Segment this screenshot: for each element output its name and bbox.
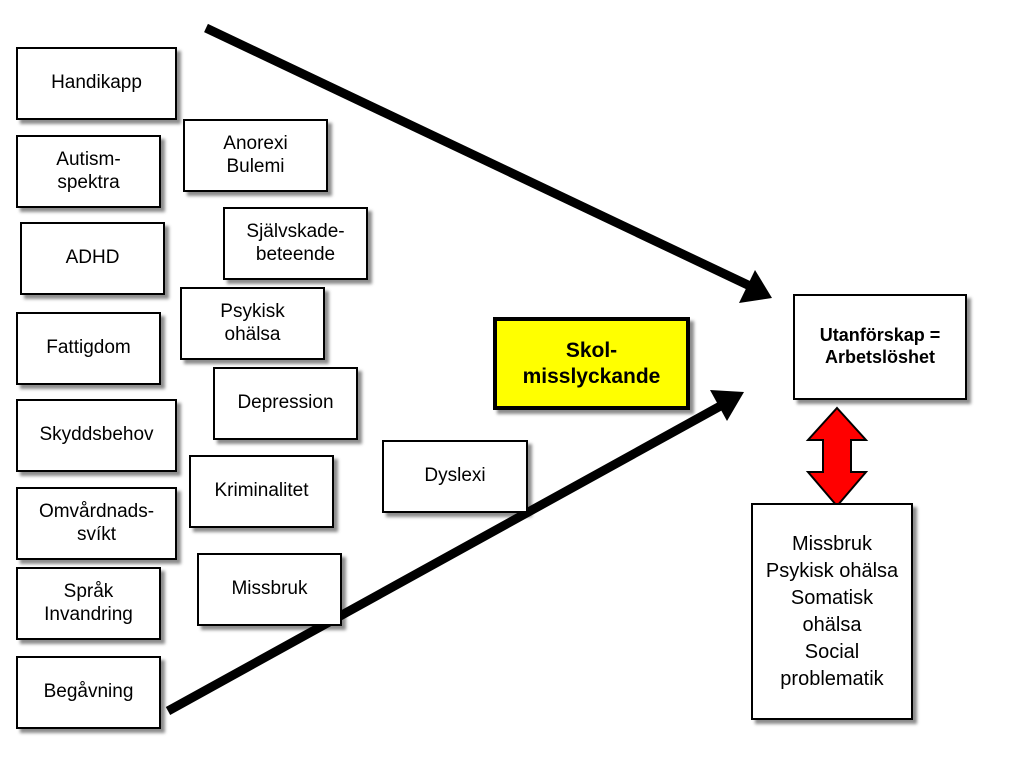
double-headed-red-arrow — [805, 406, 869, 508]
factor-autism-spektra: Autism- spektra — [16, 135, 161, 208]
factor-missbruk: Missbruk — [197, 553, 342, 626]
factor-fattigdom: Fattigdom — [16, 312, 161, 385]
top-funnel-arrow-line — [204, 23, 752, 291]
factor-psykisk-ohalsa: Psykisk ohälsa — [180, 287, 325, 360]
factor-dyslexi: Dyslexi — [382, 440, 528, 513]
factor-sprak-invandring: Språk Invandring — [16, 567, 161, 640]
factor-omvardnadssvikt: Omvårdnads- svíkt — [16, 487, 177, 560]
factor-kriminalitet: Kriminalitet — [189, 455, 334, 528]
factor-skyddsbehov: Skyddsbehov — [16, 399, 177, 472]
bottom-funnel-arrowhead — [710, 390, 744, 421]
factor-anorexi-bulemi: Anorexi Bulemi — [183, 119, 328, 192]
factor-handikapp: Handikapp — [16, 47, 177, 120]
factor-sjalvskadebeteende: Självskade- beteende — [223, 207, 368, 280]
factor-adhd: ADHD — [20, 222, 165, 295]
consequences-box: Missbruk Psykisk ohälsa Somatisk ohälsa … — [751, 503, 913, 720]
factor-begavning: Begåvning — [16, 656, 161, 729]
top-funnel-arrowhead — [739, 270, 772, 303]
center-school-failure: Skol- misslyckande — [493, 317, 690, 410]
factor-depression: Depression — [213, 367, 358, 440]
outcome-exclusion-unemployment: Utanförskap = Arbetslöshet — [793, 294, 967, 400]
bottom-funnel-arrow-line — [165, 400, 727, 715]
